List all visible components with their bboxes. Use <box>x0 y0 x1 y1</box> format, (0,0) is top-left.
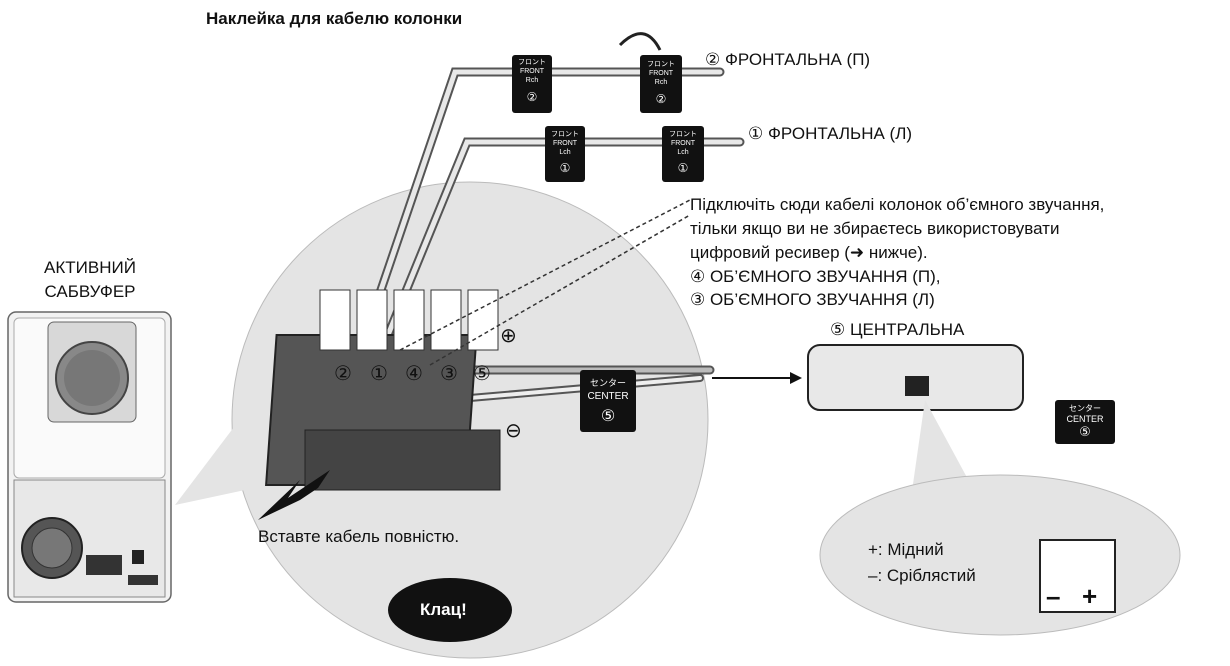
terminal-block <box>265 289 501 491</box>
terminal-number-5: ⑤ <box>473 361 491 385</box>
sticker-turn-arrow <box>618 32 662 51</box>
surround-note-line-2: тільки якщо ви не збираєтесь використову… <box>690 219 1060 238</box>
sticker-fr2-line3: Rch <box>654 79 668 86</box>
surround-note-line-1: Підключіть сюди кабелі колонок об’ємного… <box>690 195 1105 214</box>
subwoofer-label-1: АКТИВНИЙ <box>44 258 136 277</box>
sticker-heading: Наклейка для кабелю колонки <box>206 9 463 28</box>
sticker-fr2-line2: FRONT <box>648 70 674 77</box>
terminal-plus-sign: + <box>1082 581 1098 611</box>
magnify-callout <box>175 390 292 505</box>
sticker-centerv-line1: センター <box>1069 404 1101 413</box>
sticker-center-line2: CENTER <box>587 391 629 402</box>
sticker-fl1-line2: FRONT <box>552 140 578 147</box>
sticker-fl1-line3: Lch <box>559 149 571 156</box>
label-front-left: ① ФРОНТАЛЬНА (Л) <box>748 124 913 143</box>
sticker-fr2-line1: フロント <box>647 61 675 68</box>
sticker-center-line3: ⑤ <box>600 406 616 425</box>
dashed-guide-2 <box>429 214 691 366</box>
arrow-pull-lever <box>258 470 330 520</box>
sticker-center-vertical <box>1055 400 1115 444</box>
dashed-guide-1 <box>399 199 691 351</box>
sticker-centerv-line3: ⑤ <box>1079 425 1091 440</box>
minus-silver-label: –: Сріблястий <box>868 566 976 585</box>
label-center: ⑤ ЦЕНТРАЛЬНА <box>830 320 965 339</box>
minus-symbol: ⊖ <box>505 418 522 442</box>
terminal-number-2: ② <box>334 361 352 385</box>
sticker-fl2-line4: ① <box>677 161 689 175</box>
sticker-front-right-1 <box>512 55 552 113</box>
subwoofer-label-2: САБВУФЕР <box>44 282 136 301</box>
sticker-centerv-line2: CENTER <box>1066 414 1104 424</box>
subwoofer <box>7 311 172 603</box>
sticker-front-right-2 <box>640 55 682 113</box>
plus-symbol: ⊕ <box>500 323 517 347</box>
terminal-number-3: ③ <box>440 361 458 385</box>
label-surround-left: ③ ОБ’ЄМНОГО ЗВУЧАННЯ (Л) <box>690 290 935 309</box>
sticker-fl2-line2: FRONT <box>670 140 696 147</box>
sticker-front-left-1 <box>545 126 585 182</box>
sticker-fr1-line4: ② <box>526 90 538 104</box>
sticker-center <box>580 370 636 432</box>
surround-note-line-3: цифровий ресивер (➜ нижче). <box>690 243 928 262</box>
plus-copper-label: +: Мідний <box>868 540 944 559</box>
arrow-to-center-head <box>790 372 802 384</box>
sticker-center-line1: センター <box>589 378 626 388</box>
label-surround-right: ④ ОБ’ЄМНОГО ЗВУЧАННЯ (П), <box>690 267 941 286</box>
click-badge <box>388 578 512 642</box>
sticker-fl1-line1: フロント <box>551 131 579 138</box>
sticker-fl2-line1: フロント <box>669 131 697 138</box>
sticker-fr1-line3: Rch <box>525 77 539 84</box>
sticker-fl1-line4: ① <box>559 161 571 175</box>
click-label: Клац! <box>420 600 467 619</box>
sticker-fl2-line3: Lch <box>677 149 689 156</box>
center-terminal <box>1039 539 1116 613</box>
sticker-fr2-line4: ② <box>655 92 667 106</box>
terminal-number-4: ④ <box>405 361 423 385</box>
sticker-fr1-line1: フロント <box>518 59 546 66</box>
center-speaker <box>807 344 1024 411</box>
sticker-front-left-2 <box>662 126 704 182</box>
insert-cable-label: Вставте кабель повністю. <box>258 527 460 546</box>
sticker-fr1-line2: FRONT <box>519 68 545 75</box>
terminal-minus-sign: – <box>1046 581 1061 611</box>
terminal-number-1: ① <box>370 361 388 385</box>
label-front-right: ② ФРОНТАЛЬНА (П) <box>705 50 871 69</box>
